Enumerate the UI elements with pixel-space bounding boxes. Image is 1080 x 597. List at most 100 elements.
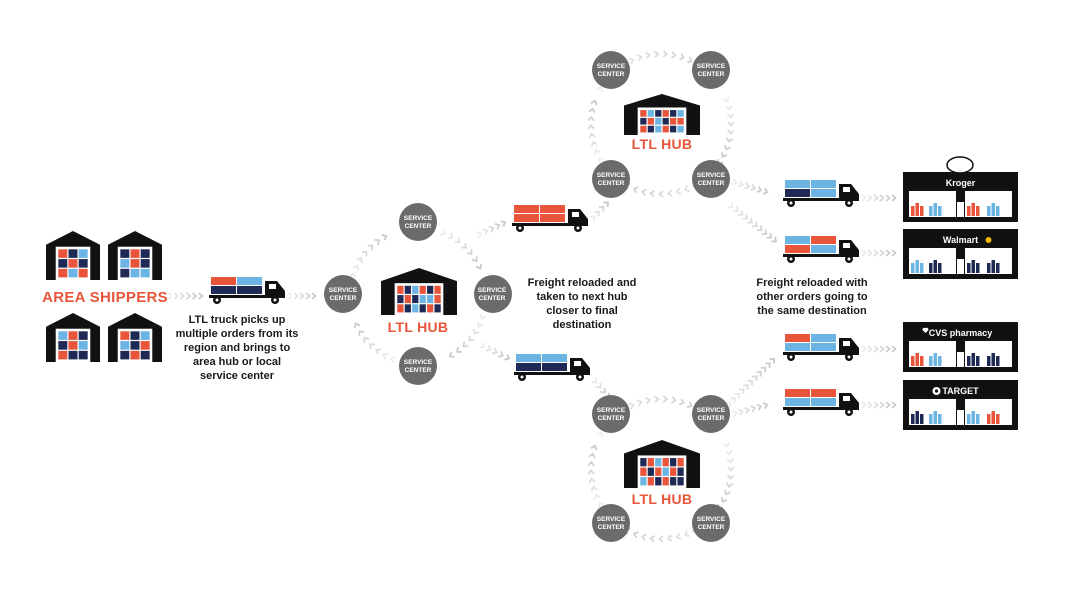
chevron	[628, 402, 635, 410]
chevron	[471, 256, 478, 263]
chevron	[879, 345, 885, 353]
chevron	[756, 225, 763, 232]
chevron	[762, 401, 769, 410]
chevron	[732, 206, 739, 213]
chevron	[185, 292, 192, 300]
chevron	[640, 533, 647, 541]
chevron	[305, 292, 311, 300]
merchandise-bar	[915, 353, 919, 366]
chevron	[491, 347, 498, 355]
cab-window	[572, 212, 579, 217]
warehouse-icon	[381, 268, 457, 315]
merchandise-bar	[971, 353, 975, 366]
chevron	[504, 353, 511, 361]
pallet-box	[412, 304, 419, 313]
pallet-box	[647, 477, 654, 486]
pallet-box	[140, 350, 150, 360]
chevron	[873, 249, 879, 257]
chevron	[595, 383, 602, 389]
pallet-box	[419, 285, 426, 294]
merchandise-bar	[915, 411, 919, 424]
chevron	[769, 357, 776, 364]
pallet-box	[662, 467, 669, 476]
chevron	[349, 272, 357, 279]
chevron	[686, 56, 693, 64]
chevron	[751, 375, 758, 382]
chevron	[750, 405, 757, 413]
pallet-box	[670, 125, 677, 133]
merchandise-bar	[996, 263, 1000, 273]
warehouse-icon	[108, 231, 162, 280]
store-name: TARGET	[942, 386, 979, 396]
chevron	[589, 215, 596, 222]
pallet-box	[434, 304, 441, 313]
warehouse-icon	[624, 94, 700, 135]
chevron	[727, 129, 735, 135]
pallet-box	[130, 249, 140, 258]
chevron	[760, 366, 767, 373]
flow-arrow	[725, 357, 776, 408]
cargo-box	[811, 180, 836, 188]
pallet-box	[68, 331, 78, 340]
truck-cab	[839, 184, 859, 201]
flow-arrow	[479, 341, 511, 361]
reload-destination-caption: Freight reloaded with other orders going…	[756, 277, 868, 317]
chevron	[597, 501, 605, 508]
merchandise-bar	[991, 203, 995, 216]
chevron	[686, 401, 693, 409]
chevron	[293, 292, 299, 300]
chevron	[594, 210, 600, 217]
chevron	[455, 347, 462, 353]
merchandise-bar	[929, 414, 933, 424]
flow-arrow	[287, 292, 317, 300]
pallet-box	[120, 259, 130, 268]
pallet-box	[419, 295, 426, 304]
chevron	[179, 292, 186, 300]
chevron	[726, 458, 735, 464]
store-door	[957, 410, 964, 425]
pallet-box	[78, 341, 88, 350]
merchandise-bar	[938, 356, 942, 366]
cargo-box	[811, 398, 836, 406]
cab-window	[269, 284, 276, 289]
flow-arrow	[728, 202, 778, 243]
kroger-oval	[946, 156, 974, 174]
chevron	[596, 86, 603, 93]
chevron	[725, 449, 733, 456]
truck-cab	[839, 393, 859, 410]
chevron	[598, 205, 605, 212]
chevron	[479, 313, 487, 320]
cab-window	[574, 361, 581, 366]
pallet-box	[404, 295, 411, 304]
merchandise-bar	[911, 206, 915, 216]
pallet-box	[662, 477, 669, 486]
chevron	[666, 189, 673, 197]
trucks	[209, 180, 859, 416]
chevron	[867, 345, 873, 353]
cargo-box	[540, 214, 565, 222]
cargo-box	[785, 334, 810, 342]
heart-icon	[922, 327, 929, 333]
flow-arrow	[861, 345, 897, 353]
chevron	[454, 237, 461, 244]
chevron	[653, 50, 660, 58]
chevron	[632, 186, 639, 194]
chevron	[640, 188, 647, 196]
chevron	[761, 229, 768, 235]
truck-icon	[783, 389, 859, 416]
pallet-box	[68, 259, 78, 268]
pallet-box	[662, 110, 669, 117]
chevron	[358, 329, 365, 336]
pallet-box	[670, 458, 677, 467]
pallet-box	[655, 477, 662, 486]
pallet-box	[140, 268, 150, 278]
chevron	[726, 113, 735, 119]
pallet-box	[655, 458, 662, 467]
chevron	[885, 401, 891, 409]
